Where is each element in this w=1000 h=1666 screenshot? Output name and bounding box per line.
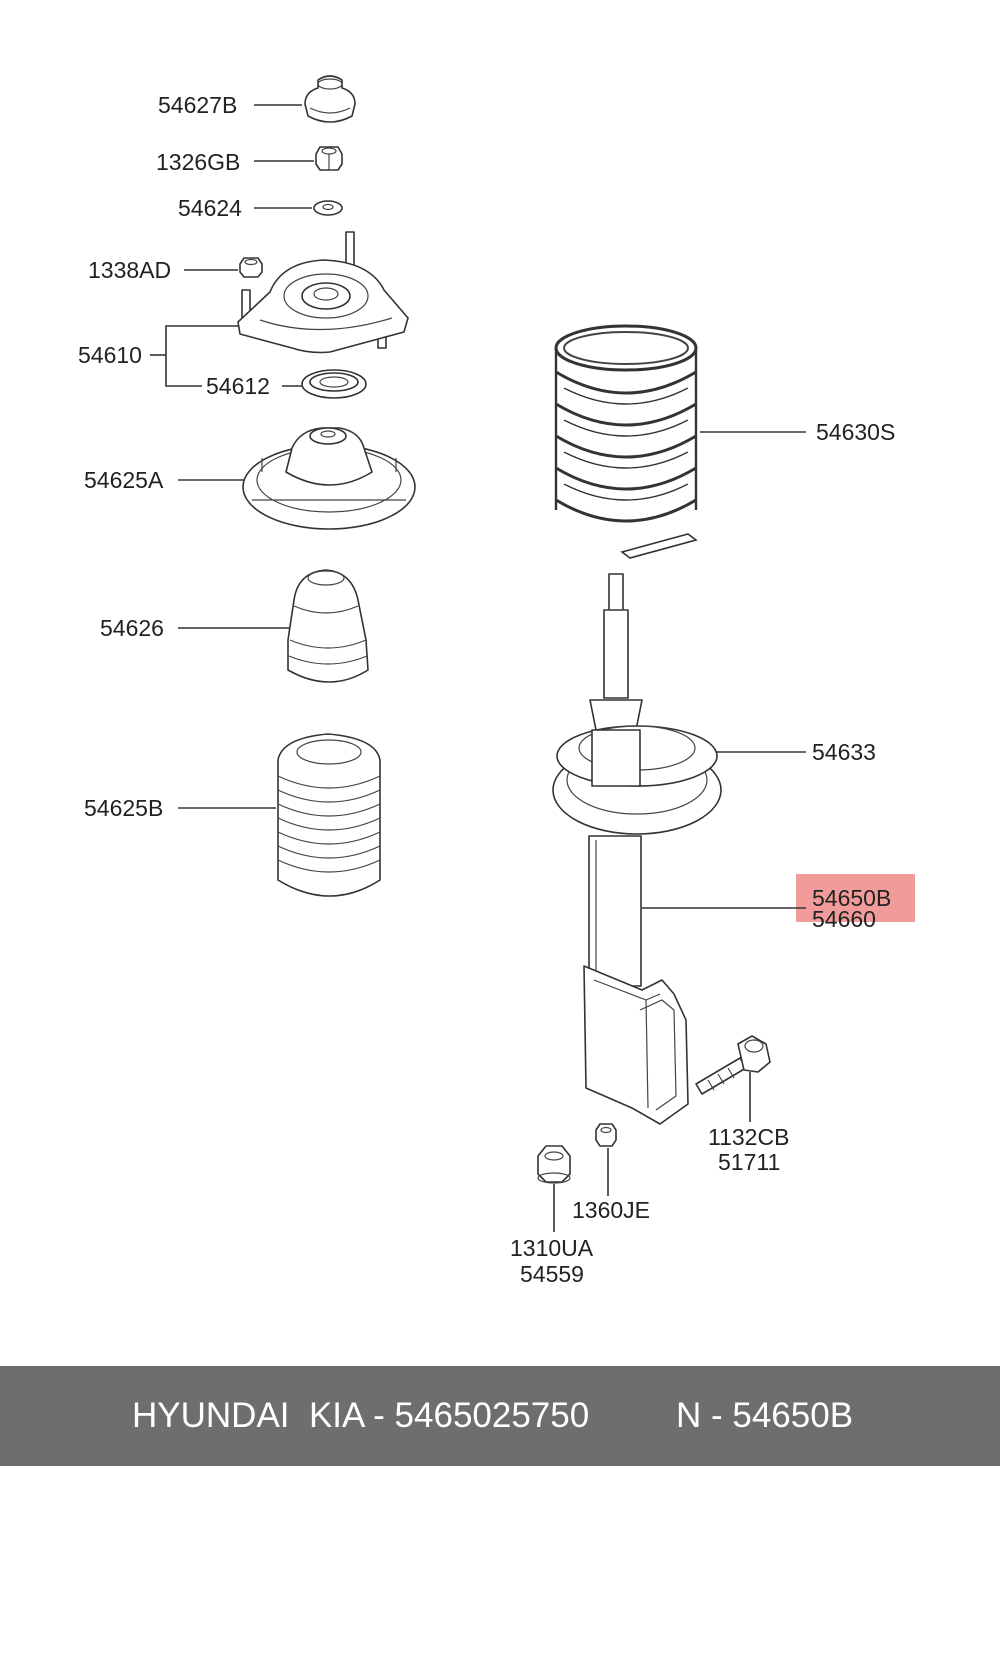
part-strut-mount-54610 bbox=[237, 231, 409, 354]
label-1338AD: 1338AD bbox=[88, 257, 171, 283]
label-54630S: 54630S bbox=[816, 419, 895, 445]
leader-lines bbox=[150, 104, 806, 1232]
footer-oem-reference: N - 54650B bbox=[676, 1396, 854, 1435]
part-nut-1310UA bbox=[537, 1145, 571, 1184]
label-54626: 54626 bbox=[100, 615, 164, 641]
part-bolt-1132CB bbox=[695, 1035, 771, 1095]
label-54660: 54660 bbox=[812, 906, 876, 932]
part-bearing-54612 bbox=[301, 369, 367, 399]
label-54625A: 54625A bbox=[84, 467, 164, 493]
label-1326GB: 1326GB bbox=[156, 149, 240, 175]
part-dust-boot-54625B bbox=[277, 733, 381, 897]
part-nut-1326GB bbox=[315, 146, 343, 171]
footer-brand-part-number: HYUNDAI KIA - 5465025750 bbox=[132, 1396, 590, 1435]
part-coil-spring-54630S bbox=[554, 324, 698, 559]
label-1360JE: 1360JE bbox=[572, 1197, 650, 1223]
label-51711: 51711 bbox=[718, 1149, 780, 1175]
label-54627B: 54627B bbox=[158, 92, 237, 118]
label-1132CB: 1132CB bbox=[708, 1124, 789, 1150]
exploded-parts-diagram: 54627B 1326GB 54624 1338AD 54610 54612 5… bbox=[78, 75, 915, 1287]
label-54612: 54612 bbox=[206, 373, 270, 399]
label-54610: 54610 bbox=[78, 342, 142, 368]
part-bump-stop-54626 bbox=[287, 569, 369, 683]
label-54650B: 54650B bbox=[812, 885, 891, 911]
part-cap-54627B bbox=[304, 75, 356, 123]
label-54633: 54633 bbox=[812, 739, 876, 765]
part-spring-seat-54625A bbox=[242, 427, 416, 530]
part-number-footer: HYUNDAI KIA - 5465025750 N - 54650B bbox=[0, 1366, 1000, 1466]
part-nut-1360JE bbox=[595, 1123, 617, 1147]
label-1310UA: 1310UA bbox=[510, 1235, 594, 1261]
part-nut-1338AD bbox=[239, 257, 263, 278]
part-strut-assembly-54650B bbox=[552, 573, 722, 1125]
part-washer-54624 bbox=[313, 200, 343, 216]
label-54559: 54559 bbox=[520, 1261, 584, 1287]
label-54624: 54624 bbox=[178, 195, 242, 221]
highlight-box bbox=[796, 874, 915, 922]
label-54625B: 54625B bbox=[84, 795, 163, 821]
